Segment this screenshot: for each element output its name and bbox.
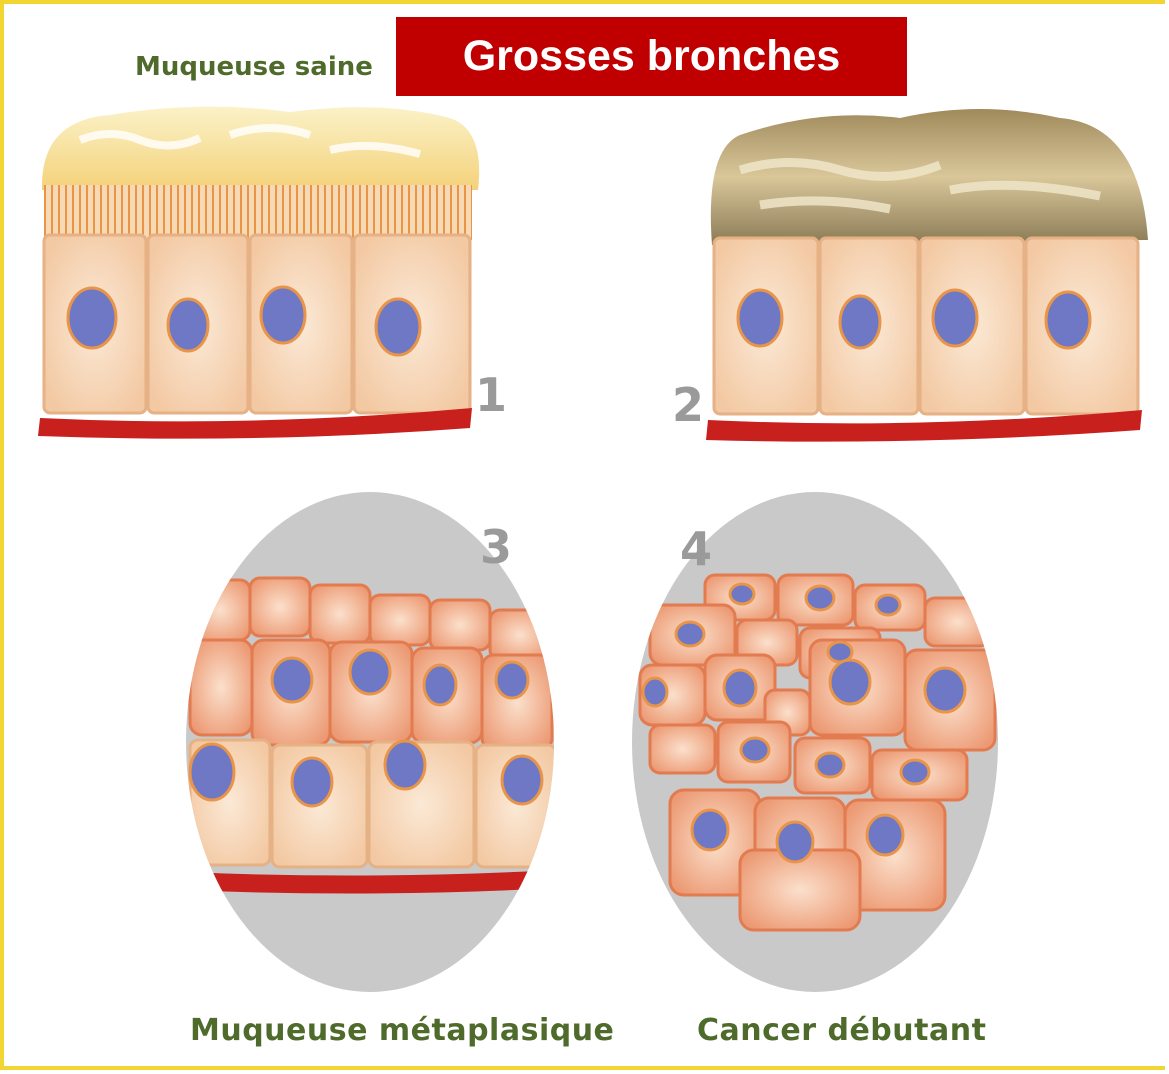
panel-number-1: 1 <box>475 368 507 422</box>
panel-number-4: 4 <box>680 522 712 576</box>
panel-number-2: 2 <box>672 378 704 432</box>
panel-number-3: 3 <box>480 520 512 574</box>
panel-1-healthy <box>38 107 479 439</box>
panel-2-damaged <box>706 109 1148 442</box>
